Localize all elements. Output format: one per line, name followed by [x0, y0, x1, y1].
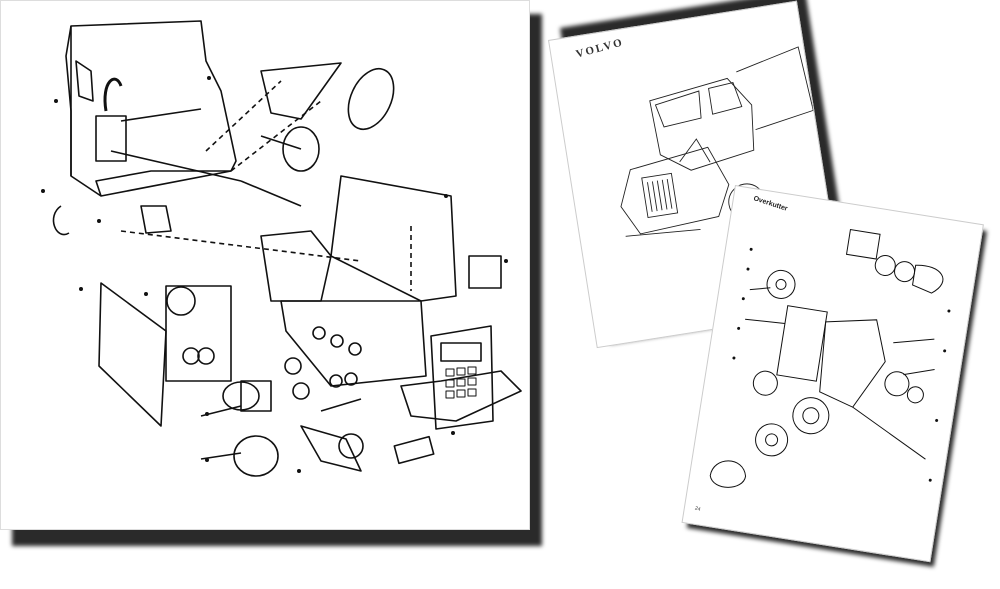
left-sheet: [0, 0, 530, 530]
overkutter-sheet: Overkutter 24: [681, 185, 984, 563]
parts-exploded-drawing: [709, 229, 951, 488]
exploded-machine-diagram: [41, 20, 522, 477]
